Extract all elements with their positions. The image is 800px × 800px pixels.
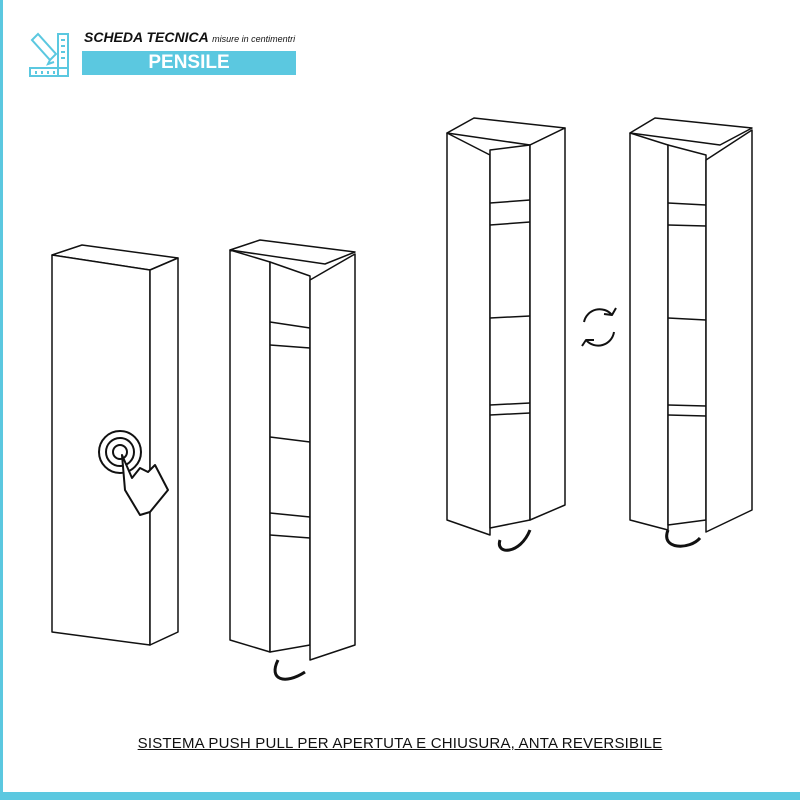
frame-border-left (0, 0, 3, 800)
door-right-hinged-cabinet (629, 117, 753, 533)
sheet-title: SCHEDA TECNICA misure in centimentri (84, 29, 296, 45)
open-cabinet (229, 239, 356, 661)
reverse-arrows-icon (581, 307, 617, 347)
product-label: PENSILE (82, 51, 296, 75)
units-note: misure in centimentri (212, 34, 296, 44)
ruler-pencil-icon (29, 32, 69, 77)
frame-border-bottom (0, 792, 800, 800)
push-hand-icon (98, 430, 169, 516)
rotate-arrow-icon (273, 659, 306, 681)
door-left-hinged-cabinet (446, 117, 566, 536)
closed-cabinet (51, 244, 179, 646)
rotate-arrow-icon (497, 529, 532, 552)
caption: SISTEMA PUSH PULL PER APERTUTA E CHIUSUR… (137, 735, 663, 752)
rotate-arrow-icon (665, 529, 702, 548)
